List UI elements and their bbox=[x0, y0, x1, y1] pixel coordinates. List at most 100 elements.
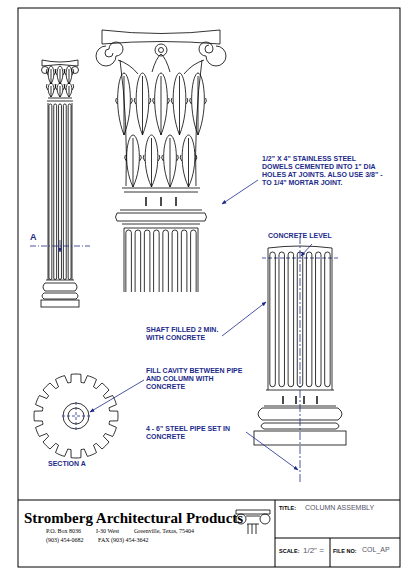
flute bbox=[135, 230, 141, 292]
flute bbox=[163, 230, 169, 292]
shaft-top bbox=[124, 228, 198, 292]
acanthus-leaf bbox=[55, 66, 65, 84]
acanthus-leaf bbox=[46, 66, 56, 84]
acanthus-leaf bbox=[162, 135, 179, 187]
company-name: Stromberg Architectural Products bbox=[24, 510, 243, 527]
bell bbox=[120, 60, 202, 186]
flute bbox=[154, 230, 160, 292]
rosette bbox=[159, 48, 164, 53]
leader-line bbox=[246, 432, 298, 470]
callout-note: SHAFT FILLED 2 MIN. WITH CONCRETE bbox=[146, 326, 226, 342]
volute bbox=[72, 67, 79, 74]
acanthus-leaf bbox=[116, 73, 133, 135]
logo-volute bbox=[260, 514, 270, 524]
flute bbox=[191, 230, 197, 292]
section-arrow bbox=[60, 240, 61, 252]
shaft-detail bbox=[254, 236, 346, 484]
shaft-outline bbox=[48, 103, 72, 280]
volute bbox=[42, 67, 49, 74]
company-fax: FAX (903) 454-3642 bbox=[98, 537, 149, 544]
leader-line bbox=[222, 180, 258, 204]
callout-note: CONCRETE LEVEL bbox=[268, 232, 332, 240]
capital-detail bbox=[96, 30, 226, 292]
column-base bbox=[42, 280, 78, 299]
company-address: I-30 West bbox=[96, 528, 119, 535]
sheet-border bbox=[18, 8, 400, 567]
column-elevation bbox=[41, 60, 79, 307]
abacus bbox=[42, 60, 78, 66]
title-block-line bbox=[330, 538, 331, 567]
scale-label: SCALE: bbox=[279, 548, 299, 554]
section-mark bbox=[30, 240, 90, 252]
flute bbox=[325, 252, 330, 387]
callout-note: 1/2" X 4" STAINLESS STEEL DOWELS CEMENTE… bbox=[262, 155, 388, 187]
title-block-line bbox=[275, 538, 400, 539]
flute bbox=[126, 230, 132, 292]
acanthus-leaves bbox=[116, 54, 207, 187]
flute bbox=[59, 104, 62, 279]
fluted-section-outline bbox=[34, 374, 118, 458]
logo-shaft bbox=[246, 516, 260, 534]
volute bbox=[199, 42, 226, 66]
caulicole bbox=[118, 54, 204, 74]
leader-line bbox=[301, 244, 312, 256]
flute bbox=[144, 230, 150, 292]
flute bbox=[172, 230, 178, 292]
flute bbox=[279, 252, 284, 387]
acanthus-leaf bbox=[190, 73, 207, 135]
steel-pipe bbox=[68, 408, 84, 424]
section-caption: SECTION A bbox=[48, 460, 86, 468]
flute bbox=[54, 104, 57, 279]
shaft-flutes bbox=[49, 104, 71, 279]
flute bbox=[181, 230, 187, 292]
company-address: Greenville, Texas, 75404 bbox=[134, 528, 194, 535]
volute bbox=[96, 42, 123, 66]
flute bbox=[288, 252, 293, 387]
abacus bbox=[102, 30, 220, 44]
acanthus-leaf bbox=[64, 66, 74, 84]
dowel bbox=[146, 197, 176, 206]
leader-line bbox=[90, 380, 144, 412]
callout-note: FILL CAVITY BETWEEN PIPE AND COLUMN WITH… bbox=[146, 367, 246, 391]
acanthus-leaf bbox=[143, 135, 160, 187]
pipe-centerline bbox=[300, 236, 301, 484]
section-a bbox=[34, 374, 118, 458]
acanthus-leaf bbox=[55, 83, 65, 97]
acanthus-leaf bbox=[180, 135, 197, 187]
shaft-flutes bbox=[126, 230, 196, 292]
flute bbox=[316, 252, 321, 387]
column-bore bbox=[63, 403, 89, 429]
centerline bbox=[62, 416, 90, 417]
astragal-ring bbox=[116, 210, 207, 224]
file-number-label: FILE NO: bbox=[333, 548, 357, 554]
file-number: COL_AP bbox=[362, 546, 390, 554]
acanthus-leaf bbox=[46, 83, 56, 97]
scale-value: 1/2" = bbox=[303, 546, 324, 555]
drawing-title: COLUMN ASSEMBLY bbox=[305, 504, 374, 512]
centerline bbox=[76, 402, 77, 430]
callout-note: 4 - 6" STEEL PIPE SET IN CONCRETE bbox=[146, 425, 246, 441]
acanthus-leaf bbox=[171, 73, 188, 135]
capital-base bbox=[122, 188, 200, 192]
leader-line bbox=[222, 302, 266, 336]
acanthus-leaf bbox=[153, 73, 170, 135]
astragal bbox=[47, 98, 73, 101]
leader-lines bbox=[90, 180, 312, 470]
acanthus-leaves bbox=[46, 66, 74, 97]
acanthus-leaf bbox=[134, 73, 151, 135]
flute bbox=[68, 104, 71, 279]
acanthus-leaf bbox=[125, 135, 142, 187]
flute bbox=[63, 104, 66, 279]
plinth bbox=[41, 300, 79, 307]
flute bbox=[49, 104, 52, 279]
flute bbox=[270, 252, 275, 387]
section-letter: A bbox=[30, 232, 37, 242]
company-address: P.O. Box 8036 bbox=[46, 528, 81, 535]
title-label: TITLE: bbox=[279, 505, 296, 511]
flute bbox=[306, 252, 311, 387]
company-phone: (903) 454-0682 bbox=[46, 537, 84, 544]
title-block-line bbox=[18, 500, 400, 501]
acanthus-leaf bbox=[64, 83, 74, 97]
title-block-line bbox=[275, 500, 276, 567]
